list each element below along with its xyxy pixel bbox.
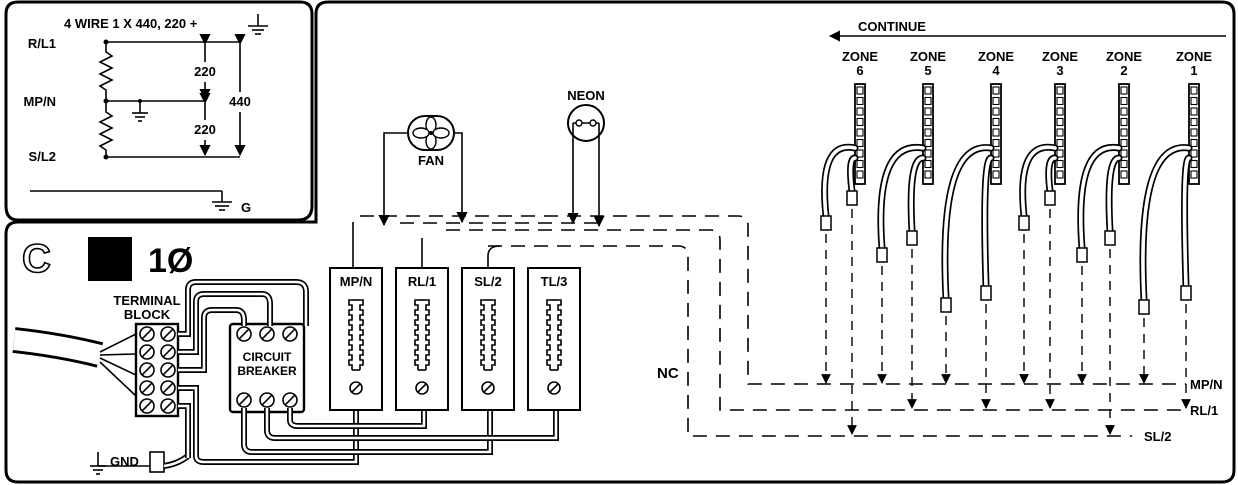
fan: FAN	[378, 115, 468, 227]
circuit-breaker: CIRCUIT BREAKER	[228, 322, 306, 414]
bus-bar-label: MP/N	[340, 274, 373, 289]
voltage-total: 440	[229, 94, 251, 109]
nc-label: NC	[657, 365, 679, 382]
main-frame	[4, 0, 1236, 484]
terminal-screw	[160, 398, 176, 414]
bus-bar-label: RL/1	[408, 274, 436, 289]
incoming-cable	[12, 327, 137, 397]
terminal-screw	[139, 362, 155, 378]
bus-bar-1: MP/N	[329, 267, 383, 411]
fan-label: FAN	[418, 153, 444, 168]
zone-heading: ZONE	[1042, 49, 1078, 64]
terminal-screw	[139, 326, 155, 342]
breaker-screw	[259, 392, 275, 408]
neon-lamp: NEON	[567, 88, 605, 228]
ground-lug: GND	[90, 451, 190, 475]
breaker-screw	[236, 326, 252, 342]
supply-frame	[4, 0, 314, 222]
zone-heading: ZONE	[842, 49, 878, 64]
bus-bars: MP/N RL/1 SL/2 TL/3	[329, 267, 581, 411]
terminal-screw	[139, 398, 155, 414]
bus-bar-3: SL/2	[461, 267, 515, 411]
terminal-block-label-2: BLOCK	[124, 307, 171, 322]
line-label-sl2: S/L2	[29, 149, 56, 164]
terminal-block-label-1: TERMINAL	[113, 293, 180, 308]
voltage-lower: 220	[194, 122, 216, 137]
continue-indicator: CONTINUE	[828, 19, 1226, 42]
continue-label: CONTINUE	[858, 19, 926, 34]
fan-icon	[412, 116, 450, 150]
ground-label: G	[241, 200, 251, 215]
panel-badge: C 1Ø	[21, 236, 193, 282]
terminal-screw	[160, 326, 176, 342]
breaker-screw	[282, 326, 298, 342]
bus-label-rl1: RL/1	[1190, 403, 1218, 418]
bus-label-mpn: MP/N	[1190, 377, 1223, 392]
bus-label-sl2: SL/2	[1144, 429, 1171, 444]
zone-number: 1	[1190, 63, 1197, 78]
panel-letter: C	[22, 237, 51, 281]
line-label-mpn: MP/N	[24, 94, 57, 109]
zone-number: 5	[924, 63, 931, 78]
terminal-screw	[160, 344, 176, 360]
zone-heading: ZONE	[1106, 49, 1142, 64]
breaker-label-2: BREAKER	[237, 364, 297, 378]
terminal-screw	[160, 380, 176, 396]
bus-labels: MP/N RL/1 SL/2	[1144, 377, 1223, 444]
terminal-screw	[139, 344, 155, 360]
breaker-screw	[236, 392, 252, 408]
zone-heading: ZONE	[978, 49, 1014, 64]
breaker-label-1: CIRCUIT	[243, 350, 292, 364]
breaker-screw	[259, 326, 275, 342]
panel-wiring	[178, 279, 559, 465]
zone-heading: ZONE	[910, 49, 946, 64]
lower-winding	[98, 101, 114, 157]
bus-bar-2: RL/1	[395, 267, 449, 411]
phase-label: 1Ø	[148, 242, 193, 280]
zone-heading: ZONE	[1176, 49, 1212, 64]
breaker-screw	[282, 392, 298, 408]
zone-number: 2	[1120, 63, 1127, 78]
bus-bar-label: TL/3	[541, 274, 568, 289]
voltage-upper: 220	[194, 64, 216, 79]
bus-bar-4: TL/3	[527, 267, 581, 411]
terminal-block: TERMINAL BLOCK	[113, 293, 181, 418]
supply-ground-symbol	[248, 14, 268, 35]
terminal-screw	[160, 362, 176, 378]
bus-bar-label: SL/2	[474, 274, 501, 289]
zone-number: 6	[856, 63, 863, 78]
feeder-dashes	[352, 215, 1186, 437]
neon-label: NEON	[567, 88, 605, 103]
upper-winding	[98, 42, 114, 101]
terminal-screw	[139, 380, 155, 396]
line-label-rl1: R/L1	[28, 36, 56, 51]
supply-title: 4 WIRE 1 X 440, 220 +	[64, 16, 198, 31]
zone-number: 3	[1056, 63, 1063, 78]
panel-color-square	[88, 237, 132, 281]
supply-schematic: 4 WIRE 1 X 440, 220 + R/L1 MP/N S/L2 220…	[24, 14, 268, 215]
zone-number: 4	[992, 63, 1000, 78]
